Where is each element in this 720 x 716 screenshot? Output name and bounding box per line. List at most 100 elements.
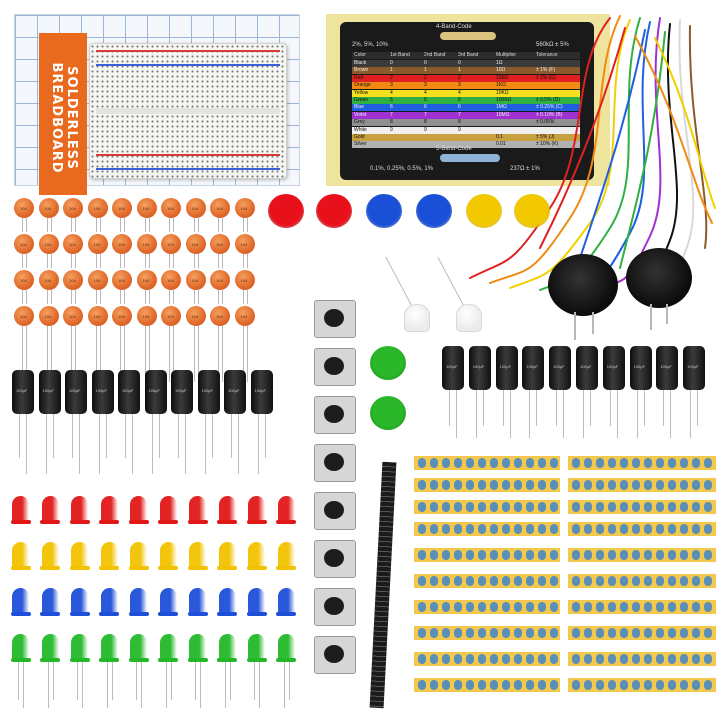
led-rim xyxy=(158,658,178,662)
clear-led xyxy=(456,304,482,332)
capacitor-leg xyxy=(46,218,48,232)
resistor xyxy=(620,576,628,586)
capacitor-leg xyxy=(148,218,150,232)
led xyxy=(277,542,295,568)
capacitor-leg xyxy=(26,254,27,268)
resistor xyxy=(514,654,522,664)
ceramic-capacitor xyxy=(63,234,83,254)
electrolytic-leg xyxy=(52,414,54,458)
electrolytic-label: 100µF xyxy=(606,364,619,369)
chart-cell: 1KΩ xyxy=(496,82,506,89)
resistor xyxy=(442,680,450,690)
capacitor-leg xyxy=(99,326,101,382)
electrolytic-leg xyxy=(98,414,100,474)
ceramic-capacitor xyxy=(87,234,108,254)
resistor xyxy=(584,628,592,638)
resistor xyxy=(430,502,438,512)
chart-cell: 0.1 xyxy=(496,134,503,140)
tact-switch xyxy=(314,588,356,626)
capacitor-leg xyxy=(144,326,146,382)
resistor xyxy=(478,680,486,690)
resistor xyxy=(656,502,664,512)
resistor xyxy=(572,480,580,490)
resistor xyxy=(418,680,426,690)
chart-cell: Brown xyxy=(354,67,369,74)
capacitor-leg xyxy=(26,290,27,304)
resistor xyxy=(430,550,438,560)
capacitor-label: 104 xyxy=(118,242,125,247)
resistor xyxy=(538,576,546,586)
electrolytic-leg xyxy=(690,390,692,438)
capacitor-leg xyxy=(120,254,121,268)
resistor-tape xyxy=(414,600,560,614)
resistor xyxy=(502,458,510,468)
resistor-tape xyxy=(568,500,716,514)
resistor xyxy=(478,524,486,534)
led-leg xyxy=(52,662,54,700)
resistor xyxy=(704,502,712,512)
chart-cell: 9 xyxy=(424,126,427,133)
chart-cell: 8 xyxy=(424,119,427,126)
electrolytic-leg xyxy=(697,390,699,426)
resistor xyxy=(418,602,426,612)
resistor xyxy=(550,502,558,512)
electrolytic-leg xyxy=(125,414,126,458)
capacitor-label: 104 xyxy=(191,278,199,283)
capacitor-leg xyxy=(144,218,146,232)
resistor xyxy=(442,524,450,534)
capacitor-leg xyxy=(246,254,248,268)
electrolytic-leg xyxy=(45,414,47,474)
resistor xyxy=(430,480,438,490)
ceramic-capacitor xyxy=(185,234,206,254)
capacitor-label: 104 xyxy=(216,278,223,283)
resistor xyxy=(430,576,438,586)
sample-resistor-4band xyxy=(440,32,496,40)
resistor xyxy=(596,654,604,664)
led xyxy=(41,542,59,568)
resistor xyxy=(454,602,462,612)
electrolytic-leg xyxy=(616,390,618,438)
capacitor-leg xyxy=(242,254,244,268)
led xyxy=(12,588,29,614)
button-cap xyxy=(268,194,304,228)
capacitor-leg xyxy=(197,218,199,232)
chart-cell: 1Ω xyxy=(496,60,503,66)
resistor xyxy=(418,480,426,490)
resistor xyxy=(656,458,664,468)
resistor xyxy=(704,576,712,586)
resistor xyxy=(704,680,712,690)
resistor xyxy=(668,680,676,690)
resistor-tape xyxy=(414,456,560,470)
brand-text: SOLDERLESS BREADBOARD xyxy=(49,62,79,174)
resistor xyxy=(538,502,546,512)
electrolytic-label: 100µF xyxy=(122,388,134,393)
capacitor-leg xyxy=(50,254,52,268)
resistor xyxy=(418,628,426,638)
capacitor-leg xyxy=(26,326,27,382)
ceramic-capacitor xyxy=(185,270,206,290)
resistor xyxy=(502,524,510,534)
resistor xyxy=(608,524,616,534)
chart-cell: Silver xyxy=(354,141,367,148)
ceramic-capacitor xyxy=(136,270,157,290)
led xyxy=(12,496,29,522)
capacitor-label: 104 xyxy=(216,206,223,211)
led xyxy=(71,496,88,522)
electrolytic-leg xyxy=(556,390,558,426)
resistor xyxy=(454,550,462,560)
resistor xyxy=(418,458,426,468)
chart-cell: 3 xyxy=(458,82,461,89)
electrolytic-capacitor xyxy=(144,370,167,414)
led xyxy=(100,542,118,568)
chart-cell: 4 xyxy=(458,89,461,96)
capacitor-leg xyxy=(246,218,248,232)
capacitor-label: 104 xyxy=(240,278,248,283)
power-rail-red-bottom xyxy=(96,154,280,156)
resistor xyxy=(490,628,498,638)
electrolytic-leg xyxy=(231,414,232,458)
capacitor-leg xyxy=(99,290,101,304)
capacitor-leg xyxy=(75,326,76,382)
